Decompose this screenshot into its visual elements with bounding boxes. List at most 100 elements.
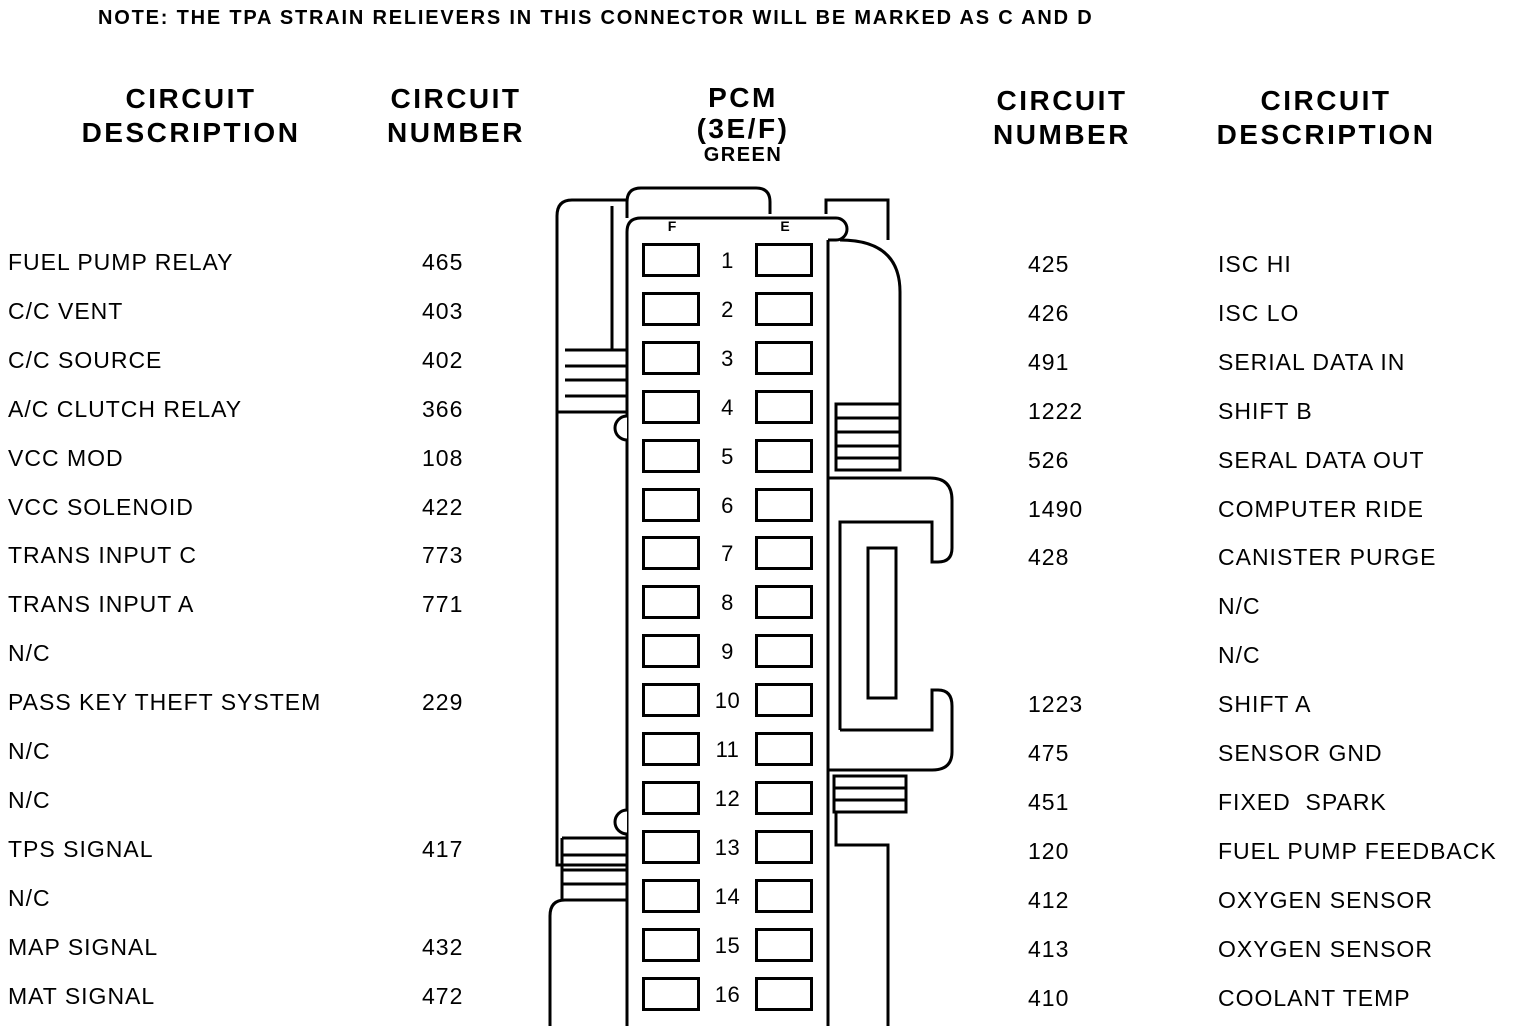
right-circuit-number: 425	[1028, 251, 1070, 277]
right-circuit-number: 526	[1028, 446, 1070, 473]
right-circuit-description: SHIFT B	[1218, 397, 1313, 424]
header-line: DESCRIPTION	[1216, 119, 1436, 150]
pin-cavity-e	[755, 927, 813, 962]
pin-cavity-e	[755, 585, 813, 620]
header-line: DESCRIPTION	[81, 117, 301, 148]
left-circuit-number: 432	[422, 933, 464, 960]
right-circuit-description: SHIFT A	[1218, 691, 1312, 718]
left-lower-latch	[548, 898, 627, 1026]
pin-cavity-e	[755, 291, 813, 326]
pin-cavity-f	[642, 976, 700, 1011]
pin-cavity-f	[642, 829, 700, 864]
connector-right-lower-shroud	[834, 812, 890, 1026]
pin-cavity-f	[642, 585, 700, 620]
left-circuit-description: TPS SIGNAL	[8, 835, 154, 862]
pin-cavity-e	[755, 829, 813, 864]
right-circuit-number: 410	[1028, 984, 1070, 1011]
pin-cavity-e	[755, 438, 813, 473]
pin-cavity-e	[755, 340, 813, 375]
right-circuit-description: SERAL DATA OUT	[1218, 446, 1425, 473]
left-circuit-description: MAT SIGNAL	[8, 982, 156, 1009]
left-circuit-number-header: CIRCUIT NUMBER	[356, 82, 556, 150]
right-circuit-description: FUEL PUMP FEEDBACK	[1218, 837, 1497, 864]
left-circuit-description: C/C VENT	[8, 297, 124, 324]
left-circuit-description: VCC SOLENOID	[8, 493, 194, 520]
connector-body-hook	[828, 216, 849, 242]
right-circuit-number: 1222	[1028, 397, 1084, 424]
right-circuit-number: 426	[1028, 299, 1070, 326]
left-circuit-description: N/C	[8, 884, 51, 911]
pin-cavity-f	[642, 487, 700, 522]
left-circuit-description: A/C CLUTCH RELAY	[8, 395, 243, 422]
left-circuit-description: PASS KEY THEFT SYSTEM	[8, 689, 322, 716]
pin-number: 15	[714, 932, 741, 958]
right-circuit-number: 491	[1028, 348, 1070, 375]
pin-number: 12	[714, 785, 741, 811]
left-circuit-number: 422	[422, 493, 464, 520]
pin-cavity-f	[642, 340, 700, 375]
left-circuit-description: MAP SIGNAL	[8, 933, 159, 960]
right-circuit-description: COMPUTER RIDE	[1218, 495, 1424, 522]
left-circuit-number: 229	[422, 689, 464, 716]
left-circuit-description-header: CIRCUIT DESCRIPTION	[41, 82, 341, 150]
left-circuit-number: 403	[422, 297, 464, 324]
pin-cavity-f	[642, 536, 700, 571]
left-circuit-number: 472	[422, 982, 464, 1009]
pin-number: 3	[721, 345, 734, 371]
column-label-e: E	[780, 218, 790, 234]
right-circuit-number: 120	[1028, 837, 1070, 864]
pin-number: 4	[721, 394, 734, 420]
right-circuit-description: N/C	[1218, 593, 1261, 620]
pin-number: 7	[721, 541, 734, 567]
pin-number: 1	[721, 248, 734, 273]
header-line: CIRCUIT	[996, 85, 1128, 116]
pin-cavity-f	[642, 927, 700, 962]
right-latch-clip-upper	[828, 476, 954, 730]
column-label-f: F	[667, 218, 677, 234]
pin-number: 13	[714, 834, 741, 860]
right-circuit-description: CANISTER PURGE	[1218, 544, 1437, 571]
left-circuit-description: TRANS INPUT A	[8, 591, 195, 618]
pin-number: 14	[714, 883, 741, 909]
header-line: NUMBER	[387, 117, 525, 148]
right-latch-bar	[866, 546, 898, 700]
pin-cavity-e	[755, 634, 813, 669]
left-latch	[555, 198, 629, 414]
right-circuit-description: ISC HI	[1218, 251, 1292, 277]
left-circuit-number: 366	[422, 395, 464, 422]
pin-cavity-e	[755, 683, 813, 718]
pin-number: 8	[721, 590, 734, 616]
header-line: CIRCUIT	[1260, 85, 1392, 116]
left-circuit-description: VCC MOD	[8, 444, 124, 471]
left-circuit-number: 108	[422, 444, 464, 471]
pin-cavity-e	[755, 976, 813, 1011]
right-circuit-number-header: CIRCUIT NUMBER	[962, 84, 1162, 152]
right-latch-clip-lower	[828, 688, 954, 772]
left-latch-bump-lower	[613, 808, 628, 836]
pin-cavity-e	[755, 878, 813, 913]
right-circuit-number: 1490	[1028, 495, 1084, 522]
pin-number: 9	[721, 639, 734, 665]
right-circuit-description: COOLANT TEMP	[1218, 984, 1411, 1011]
pin-cavity-f	[642, 291, 700, 326]
pin-cavity-e	[755, 732, 813, 766]
connector-top-tab	[625, 186, 772, 218]
left-circuit-number: 417	[422, 835, 464, 862]
pin-number: 6	[721, 492, 734, 518]
header-line: NUMBER	[993, 119, 1131, 150]
right-circuit-description: FIXED SPARK	[1218, 788, 1387, 815]
pin-cavity-e	[755, 536, 813, 571]
connector-name: PCM	[708, 82, 778, 113]
pin-cavity-f	[642, 634, 700, 669]
left-latch-bump-upper	[613, 414, 628, 442]
right-circuit-description: SENSOR GND	[1218, 740, 1383, 766]
connector-right-top-tab	[824, 198, 890, 240]
right-circuit-number: 412	[1028, 886, 1070, 913]
left-circuit-description: N/C	[8, 786, 51, 813]
connector-color: GREEN	[703, 144, 783, 166]
header-line: CIRCUIT	[125, 83, 257, 114]
pin-number: 11	[715, 737, 740, 762]
right-circuit-number: 1223	[1028, 691, 1084, 718]
left-circuit-description: C/C SOURCE	[8, 346, 163, 373]
